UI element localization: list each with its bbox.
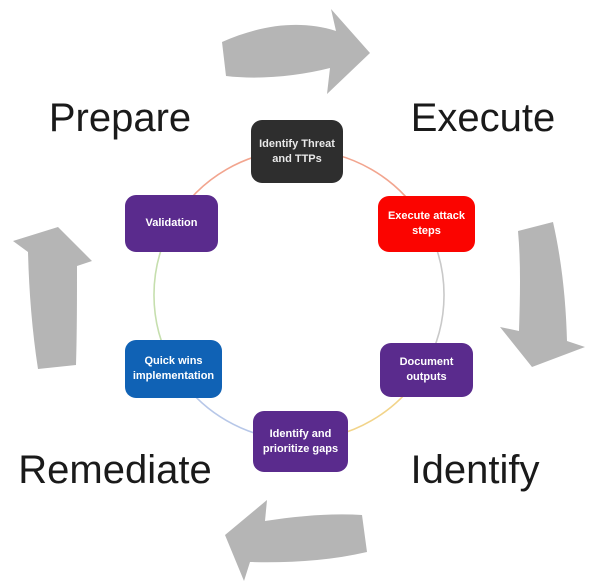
step-label: Quick wins implementation — [132, 355, 215, 382]
clockwise-arrow-top-icon — [222, 9, 370, 94]
step-box-identify-threat: Identify Threat and TTPs — [251, 120, 343, 183]
clockwise-arrow-right-icon — [500, 222, 585, 367]
step-box-document-outputs: Document outputs — [380, 343, 473, 397]
step-box-validation: Validation — [125, 195, 218, 252]
step-label: Document outputs — [399, 356, 454, 383]
clockwise-arrow-left-icon — [13, 227, 92, 369]
step-box-prioritize-gaps: Identify and prioritize gaps — [253, 411, 348, 472]
step-box-execute-attack: Execute attack steps — [378, 196, 475, 252]
step-label: Identify and prioritize gaps — [262, 427, 339, 455]
step-label: Execute attack steps — [387, 210, 466, 237]
clockwise-arrow-bottom-icon — [225, 500, 367, 581]
phase-label-identify: Identify — [410, 448, 540, 492]
step-box-quick-wins: Quick wins implementation — [125, 340, 222, 398]
phase-label-execute: Execute — [410, 96, 556, 140]
step-label: Validation — [145, 217, 198, 230]
phase-label-prepare: Prepare — [48, 96, 192, 140]
phase-label-remediate: Remediate — [18, 448, 212, 492]
step-label: Identify Threat and TTPs — [259, 137, 335, 165]
